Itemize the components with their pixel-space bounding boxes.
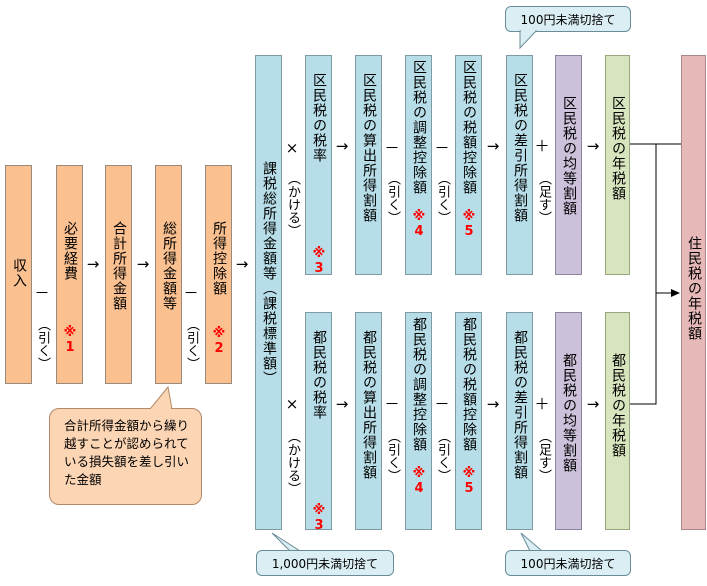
arrow-metro-3: → <box>586 395 600 413</box>
gross-income-label: 総所得金額等 <box>161 221 177 311</box>
arrow-metro-1: → <box>335 395 349 413</box>
minus-sign-2: － <box>183 284 199 302</box>
multiply-label-ward: （かける） <box>285 172 300 237</box>
metro-annual-box: 都民税の年税額 <box>605 312 630 530</box>
metro-rate-box: 都民税の税率 ※3 <box>305 312 332 533</box>
expenses-box: 必要経費 ※1 <box>56 165 83 384</box>
note-4-metro: ※4 <box>411 466 427 496</box>
metro-rate-label: 都民税の税率 <box>311 330 327 420</box>
ward-annual-label: 区民税の年税額 <box>610 96 626 201</box>
note-3-metro: ※3 <box>311 503 327 533</box>
metro-calc-label: 都民税の算出所得割額 <box>361 330 377 480</box>
expenses-label: 必要経費 <box>62 221 78 281</box>
times-sign-metro: × <box>285 395 299 413</box>
arrow-ward-1: → <box>335 137 349 155</box>
arrow-ward-2: → <box>486 137 500 155</box>
ward-flat-box: 区民税の均等割額 <box>555 55 582 275</box>
arrow-2: → <box>136 255 150 273</box>
round-1000-text: 1,000円未満切捨て <box>271 556 379 571</box>
ward-credit-label: 区民税の税額控除額 <box>461 60 477 195</box>
deductions-box: 所得控除額 ※2 <box>205 165 232 384</box>
round-100-callout-bottom: 100円未満切捨て <box>505 550 631 576</box>
gross-income-box: 総所得金額等 <box>155 165 182 384</box>
taxable-box: 課税総所得金額等（課税標準額） <box>255 55 282 530</box>
ward-annual-box: 区民税の年税額 <box>605 55 630 275</box>
metro-flat-label: 都民税の均等割額 <box>561 353 577 473</box>
minus-sign-metro-2: － <box>434 395 450 413</box>
ward-rate-label: 区民税の税率 <box>311 73 327 163</box>
ward-net-box: 区民税の差引所得割額 <box>506 55 533 275</box>
metro-net-box: 都民税の差引所得割額 <box>506 312 533 530</box>
ward-rate-box: 区民税の税率 ※3 <box>305 55 332 276</box>
ward-credit-box: 区民税の税額控除額 ※5 <box>455 55 482 275</box>
minus-sign-metro-1: － <box>384 395 400 413</box>
add-label-ward: （足す） <box>536 172 551 224</box>
resident-annual-label: 住民税の年税額 <box>686 236 702 341</box>
subtract-label-ward-1: （引く） <box>385 172 400 224</box>
metro-net-label: 都民税の差引所得割額 <box>512 330 528 480</box>
note-3-ward: ※3 <box>311 246 327 276</box>
ward-flat-label: 区民税の均等割額 <box>561 96 577 216</box>
total-income-box: 合計所得金額 <box>105 165 132 384</box>
ward-calc-label: 区民税の算出所得割額 <box>361 73 377 223</box>
metro-adjust-label: 都民税の調整控除額 <box>411 317 427 452</box>
minus-sign-ward-2: － <box>434 139 450 157</box>
ward-adjust-box: 区民税の調整控除額 ※4 <box>405 55 432 275</box>
note-5-metro: ※5 <box>461 466 477 496</box>
metro-calc-box: 都民税の算出所得割額 <box>355 312 382 530</box>
resident-annual-box: 住民税の年税額 <box>681 55 706 530</box>
subtract-label-metro-1: （引く） <box>385 430 400 482</box>
note-5-ward: ※5 <box>461 209 477 239</box>
round-1000-callout: 1,000円未満切捨て <box>256 550 394 576</box>
income-label: 収入 <box>11 258 27 288</box>
metro-annual-label: 都民税の年税額 <box>610 353 626 458</box>
minus-sign-ward-1: － <box>384 139 400 157</box>
ward-adjust-label: 区民税の調整控除額 <box>411 60 427 195</box>
ward-calc-box: 区民税の算出所得割額 <box>355 55 382 275</box>
round-100-top-text: 100円未満切捨て <box>520 12 616 27</box>
minus-sign-1: － <box>34 284 50 302</box>
note-2: ※2 <box>211 326 227 356</box>
metro-adjust-box: 都民税の調整控除額 ※4 <box>405 312 432 530</box>
arrow-ward-3: → <box>586 137 600 155</box>
times-sign-ward: × <box>285 139 299 157</box>
arrow-3: → <box>235 255 249 273</box>
total-income-label: 合計所得金額 <box>111 221 127 311</box>
plus-sign-metro: ＋ <box>534 395 550 413</box>
round-100-callout-top: 100円未満切捨て <box>505 6 631 32</box>
metro-flat-box: 都民税の均等割額 <box>555 312 582 530</box>
metro-credit-box: 都民税の税額控除額 ※5 <box>455 312 482 530</box>
income-box: 収入 <box>5 165 32 384</box>
deductions-label: 所得控除額 <box>211 221 227 296</box>
taxable-label: 課税総所得金額等（課税標準額） <box>261 161 277 386</box>
round-100-bottom-text: 100円未満切捨て <box>520 556 616 571</box>
add-label-metro: （足す） <box>536 430 551 482</box>
subtract-label-2: （引く） <box>184 318 199 370</box>
multiply-label-metro: （かける） <box>285 430 300 495</box>
subtract-label-1: （引く） <box>35 318 50 370</box>
arrow-metro-2: → <box>486 395 500 413</box>
plus-sign-ward: ＋ <box>534 137 550 155</box>
note-4-ward: ※4 <box>411 209 427 239</box>
loss-carryforward-bubble: 合計所得金額から繰り越すことが認められている損失額を差し引いた金額 <box>49 408 202 505</box>
ward-net-label: 区民税の差引所得割額 <box>512 73 528 223</box>
arrow-1: → <box>86 255 100 273</box>
metro-credit-label: 都民税の税額控除額 <box>461 317 477 452</box>
subtract-label-ward-2: （引く） <box>435 172 450 224</box>
loss-carryforward-text: 合計所得金額から繰り越すことが認められている損失額を差し引いた金額 <box>64 418 190 487</box>
note-1: ※1 <box>62 325 78 355</box>
subtract-label-metro-2: （引く） <box>435 430 450 482</box>
